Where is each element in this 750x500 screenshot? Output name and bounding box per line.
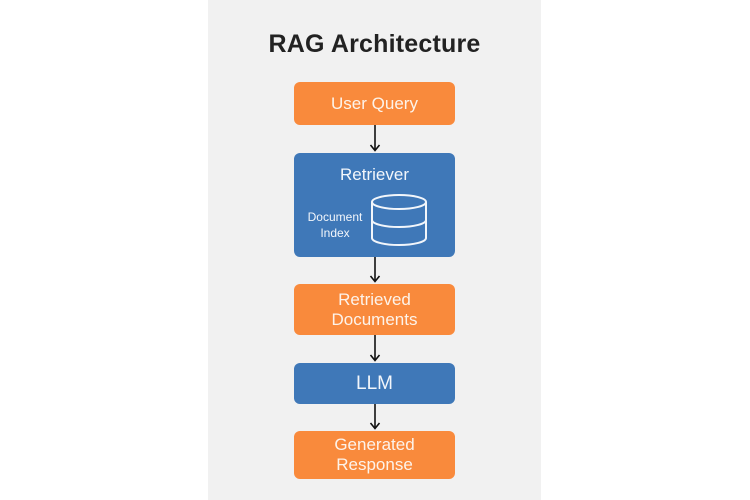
node-llm: LLM xyxy=(294,363,455,404)
node-retrieved-documents-line1: Retrieved xyxy=(338,289,411,309)
node-user-query-label: User Query xyxy=(331,93,418,113)
document-index-label: Document Index xyxy=(304,209,366,241)
diagram-title: RAG Architecture xyxy=(268,30,481,58)
node-generated-response: Generated Response xyxy=(294,431,455,479)
document-index-label-line1: Document xyxy=(307,210,363,224)
node-user-query: User Query xyxy=(294,82,455,125)
node-retriever-title: Retriever xyxy=(340,165,409,184)
node-retriever: Retriever Document Index xyxy=(294,153,455,257)
arrow-down-icon xyxy=(369,125,381,152)
document-index-label-line2: Index xyxy=(320,226,350,240)
arrow-down-icon xyxy=(369,335,381,362)
node-retrieved-documents: Retrieved Documents xyxy=(294,284,455,335)
node-generated-response-line2: Response xyxy=(336,455,413,474)
arrow-down-icon xyxy=(369,257,381,283)
arrow-down-icon xyxy=(369,404,381,430)
node-generated-response-line1: Generated xyxy=(334,435,415,454)
database-icon xyxy=(371,194,427,246)
node-llm-label: LLM xyxy=(356,372,393,394)
node-retrieved-documents-line2: Documents xyxy=(331,309,418,329)
